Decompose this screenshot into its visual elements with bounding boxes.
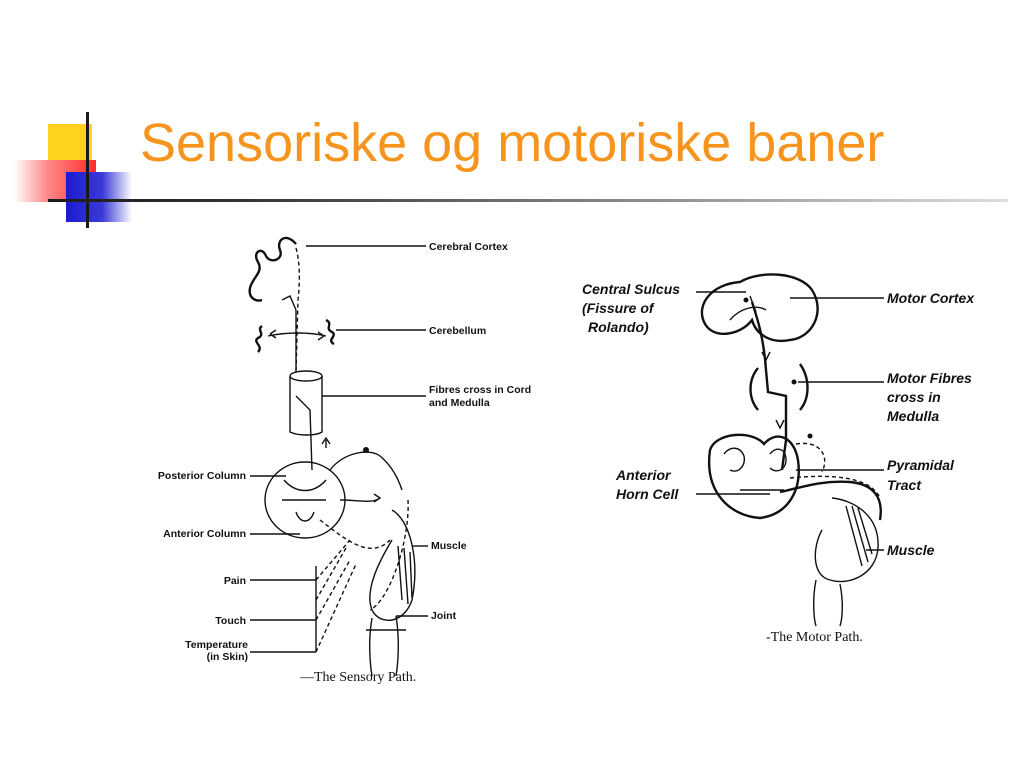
sensory-ascending-dashed xyxy=(295,247,301,373)
sensory-path-diagram: Cerebral Cortex Cerebellum Fibres cross … xyxy=(158,236,531,685)
motor-limb-bones xyxy=(813,579,843,627)
sensory-internal-arrow xyxy=(339,493,382,503)
label-cerebellum: Cerebellum xyxy=(429,325,486,337)
label-pyramidal-2: Tract xyxy=(887,477,922,493)
label-touch: Touch xyxy=(215,615,246,627)
sensory-reflex-arc xyxy=(329,451,403,491)
motor-limb-muscle xyxy=(814,497,879,583)
decor-vertical-rule xyxy=(86,112,89,228)
motor-descending-tract xyxy=(750,301,788,471)
motor-dashed-pathways xyxy=(789,442,881,499)
label-central-sulcus-3: Rolando) xyxy=(588,319,649,335)
sensory-crossing-fibres xyxy=(295,395,331,471)
sensory-grey-matter xyxy=(282,479,327,522)
motor-tract-arrows xyxy=(761,351,785,430)
label-pain: Pain xyxy=(224,575,246,587)
sensory-receptor-dashes xyxy=(315,539,357,653)
label-anterior-column: Anterior Column xyxy=(163,528,246,540)
label-fibres-cross-1: Fibres cross in Cord xyxy=(429,384,531,396)
label-cerebral-cortex: Cerebral Cortex xyxy=(429,241,508,253)
motor-muscle-fibres xyxy=(845,505,873,567)
sensory-ascending-solid xyxy=(281,295,297,372)
label-temperature-2: (in Skin) xyxy=(207,651,248,663)
motor-caption: -The Motor Path. xyxy=(766,630,863,645)
sensory-limb-muscle xyxy=(369,509,416,622)
label-pyramidal-1: Pyramidal xyxy=(887,457,955,473)
label-central-sulcus-1: Central Sulcus xyxy=(582,281,680,297)
label-motor-fibres-3: Medulla xyxy=(887,408,939,424)
label-posterior-column: Posterior Column xyxy=(158,470,246,482)
label-fibres-cross-2: and Medulla xyxy=(429,397,490,409)
sensory-cerebral-cortex-drawing xyxy=(248,236,297,302)
title-underline xyxy=(48,199,1008,202)
motor-medulla-left xyxy=(749,367,759,411)
sensory-cerebellum-arrows xyxy=(267,329,327,341)
motor-efferent-fibre xyxy=(779,480,882,521)
label-motor-fibres-2: cross in xyxy=(887,389,941,405)
label-joint: Joint xyxy=(431,610,457,622)
decor-blue-square xyxy=(66,172,132,222)
slide-title: Sensoriske og motoriske baner xyxy=(140,113,885,173)
label-muscle-sensory: Muscle xyxy=(431,540,467,552)
sensory-medulla-cylinder xyxy=(289,376,323,436)
label-anterior-horn-1: Anterior xyxy=(615,467,672,483)
sensory-receptor-lines xyxy=(250,566,317,653)
sensory-muscle-fibres xyxy=(397,545,413,605)
motor-spinal-cord xyxy=(707,433,800,520)
label-motor-fibres-1: Motor Fibres xyxy=(887,370,972,386)
sensory-cerebellum-left xyxy=(255,325,263,353)
sensory-cerebellum-right xyxy=(325,318,335,346)
motor-grey-matter xyxy=(723,447,787,491)
sensory-limb-bones xyxy=(366,615,406,677)
motor-medulla-right xyxy=(798,363,809,411)
sensory-ganglion-dot xyxy=(363,447,369,453)
label-muscle-motor: Muscle xyxy=(887,542,935,558)
motor-brain-outline xyxy=(700,273,819,343)
label-central-sulcus-2: (Fissure of xyxy=(582,300,655,316)
sensory-dashed-afferents xyxy=(319,499,409,611)
motor-path-diagram: Central Sulcus (Fissure of Rolando) Moto… xyxy=(582,273,975,645)
sensory-caption: —The Sensory Path. xyxy=(299,670,416,685)
motor-cortex-dot xyxy=(743,297,749,303)
motor-medulla-dot xyxy=(791,379,797,385)
motor-ganglion-dot xyxy=(807,433,813,439)
label-anterior-horn-2: Horn Cell xyxy=(616,486,679,502)
label-motor-cortex: Motor Cortex xyxy=(887,290,975,306)
sensory-medulla-top xyxy=(289,370,323,382)
label-temperature-1: Temperature xyxy=(185,639,248,651)
